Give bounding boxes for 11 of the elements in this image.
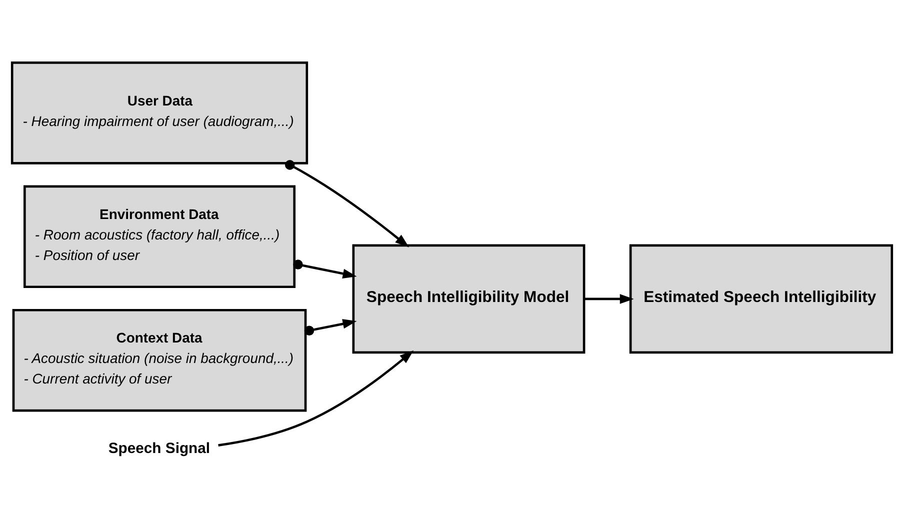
node-text: Speech Signal xyxy=(108,440,210,457)
arrow xyxy=(293,259,357,278)
arrow xyxy=(218,350,414,446)
node-box: Environment Data - Room acoustics (factory hall, office,...) - Position of user xyxy=(24,184,296,288)
node-box: Context Data - Acoustic situation (noise in background,...) - Current activity of user xyxy=(12,308,307,412)
arrow xyxy=(584,294,634,304)
node-box: Estimated Speech Intelligibility xyxy=(629,244,894,354)
node-box: Speech Intelligibility Model xyxy=(352,244,586,354)
arrow xyxy=(304,318,357,335)
arrow xyxy=(284,160,410,247)
node-box: User Data - Hearing impairment of user (audiogram,...) xyxy=(10,61,308,164)
